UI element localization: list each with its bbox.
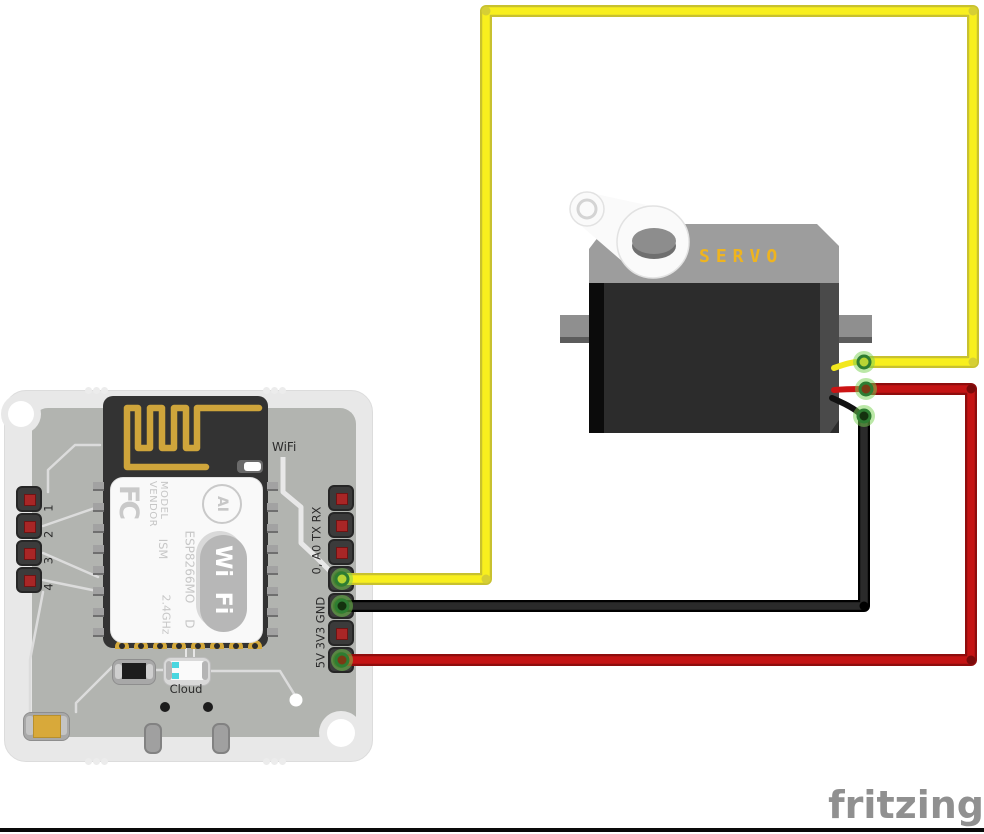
pin-gnd[interactable] — [328, 593, 354, 619]
servo-shaft-hub — [632, 228, 676, 254]
castellated-pad — [153, 640, 167, 649]
fritzing-watermark: fritzing — [828, 783, 984, 827]
module-pin — [93, 503, 104, 512]
module-pin — [93, 482, 104, 491]
castellated-pad — [191, 640, 205, 649]
module-pin — [93, 587, 104, 596]
servo-tab-left — [560, 315, 605, 337]
board-edge-bump — [85, 387, 92, 394]
resistor-component[interactable] — [112, 659, 156, 685]
bottom-edge-bar — [0, 828, 984, 832]
board-edge-bump — [101, 387, 108, 394]
castellated-pad — [172, 640, 186, 649]
board-edge-bump — [93, 387, 100, 394]
fcc-logo: FC — [113, 484, 145, 518]
servo-body — [589, 283, 839, 433]
castellated-pad — [210, 640, 224, 649]
cloud-diode-component[interactable] — [163, 657, 211, 686]
board-edge-bump — [101, 758, 108, 765]
pin-tx[interactable] — [328, 512, 354, 538]
frequency-label: 2.4GHz — [159, 594, 173, 635]
mounting-hole — [8, 401, 34, 427]
board-edge-bump — [85, 758, 92, 765]
module-pin — [267, 503, 278, 512]
module-pin — [93, 524, 104, 533]
pin-a0[interactable] — [328, 539, 354, 565]
board-edge-bump — [279, 758, 286, 765]
module-pin — [267, 608, 278, 617]
mounting-hole — [327, 719, 355, 747]
capacitor-component[interactable] — [23, 712, 70, 741]
module-pin — [93, 628, 104, 637]
board-edge-bump — [271, 387, 278, 394]
wire-bend-joint — [481, 574, 491, 584]
castellated-pad — [134, 640, 148, 649]
right-pins-top-label: 0, A0 TX RX — [309, 506, 323, 575]
module-pin — [267, 628, 278, 637]
pin-3v3[interactable] — [328, 620, 354, 646]
board-edge-bump — [279, 387, 286, 394]
left-pin-numbers: 4 3 2 1 — [41, 502, 55, 591]
signal-wire-yellow[interactable] — [331, 5, 979, 590]
wifi-badge-top-text: Wi — [210, 545, 236, 577]
pin-5v[interactable] — [328, 647, 354, 673]
right-pins-bottom-label: 5V 3V3 GND — [313, 596, 327, 669]
wire-bend-joint — [968, 6, 978, 16]
castellated-pad — [115, 640, 129, 649]
servo-horn — [569, 191, 690, 279]
board-edge-bump — [271, 758, 278, 765]
wifi-badge-bottom-text: Fi — [210, 591, 236, 615]
board-edge-bump — [263, 758, 270, 765]
servo-label: SERVO — [699, 246, 784, 267]
pin-0[interactable] — [328, 566, 354, 592]
wire-bend-joint — [481, 6, 491, 16]
power-wire-red[interactable] — [331, 378, 977, 671]
wire-bend-joint — [968, 357, 978, 367]
module-pin — [267, 482, 278, 491]
wire-terminal — [858, 381, 874, 397]
ism-label: ISM — [156, 538, 170, 560]
test-point-dot — [160, 702, 170, 712]
solder-pad — [144, 723, 162, 754]
module-pin — [267, 524, 278, 533]
wifi-badge — [200, 535, 247, 632]
cloud-label: Cloud — [169, 682, 203, 696]
left-pin-2[interactable] — [16, 513, 42, 539]
wifi-label: WiFi — [272, 440, 297, 454]
module-pin — [93, 566, 104, 575]
left-pin-4[interactable] — [16, 567, 42, 593]
ai-logo: AI — [202, 484, 242, 524]
module-pin — [267, 587, 278, 596]
test-point-dot — [203, 702, 213, 712]
servo-tab-right — [808, 315, 872, 337]
wire-bend-joint — [966, 655, 976, 665]
wire-bend-joint — [966, 384, 976, 394]
castellated-pad — [229, 640, 243, 649]
pin-rx[interactable] — [328, 485, 354, 511]
module-pin — [267, 545, 278, 554]
wire-bend-joint — [859, 601, 869, 611]
module-pin — [267, 566, 278, 575]
ground-wire-black[interactable] — [331, 405, 875, 617]
wire-terminal — [856, 408, 872, 424]
left-pin-3[interactable] — [16, 540, 42, 566]
module-pin — [93, 545, 104, 554]
solder-pad — [212, 723, 230, 754]
diode-band — [172, 673, 179, 679]
diode-band — [172, 662, 179, 668]
castellated-pad — [248, 640, 262, 649]
status-led — [237, 460, 263, 473]
board-edge-bump — [93, 758, 100, 765]
board-edge-bump — [263, 387, 270, 394]
module-pin — [93, 608, 104, 617]
left-pin-1[interactable] — [16, 486, 42, 512]
wire-terminal — [856, 354, 872, 370]
